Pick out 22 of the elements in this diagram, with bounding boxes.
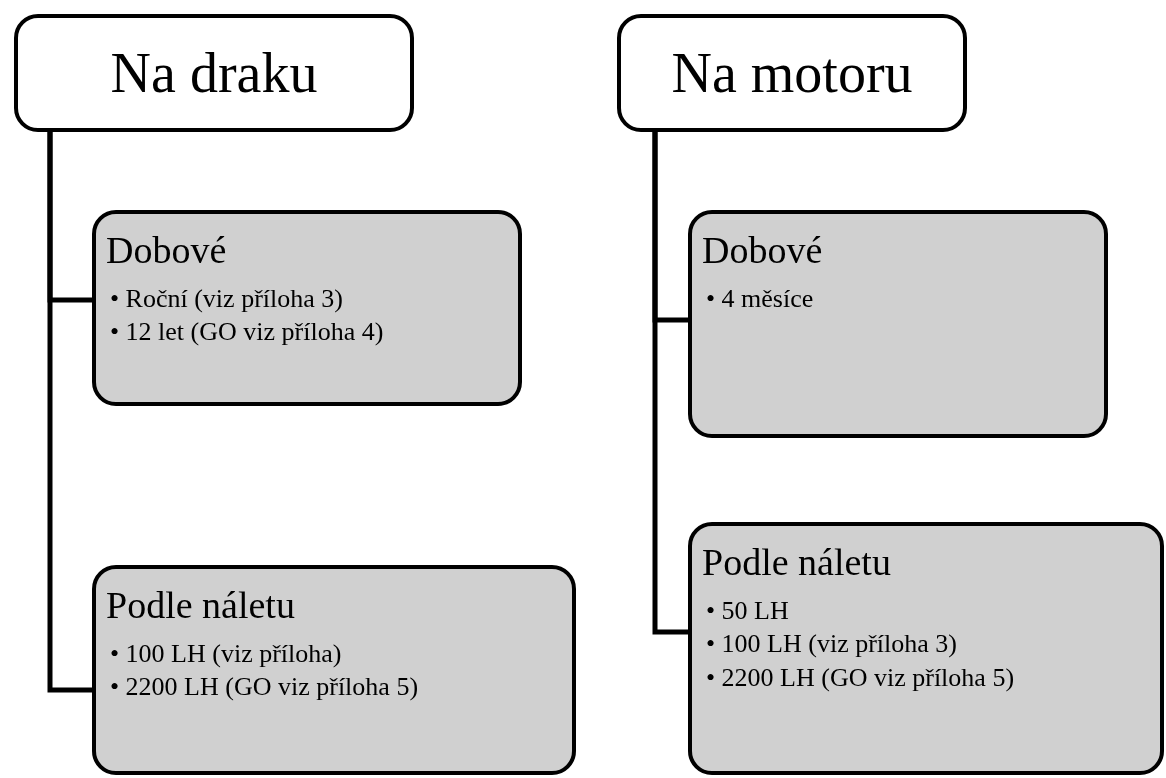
category-box [688, 522, 1164, 775]
box-heading: Podle náletu [106, 583, 296, 628]
bullet-item: • 100 LH (viz příloha 3) [706, 628, 958, 661]
bullet-item: • 4 měsíce [706, 282, 815, 315]
category-box [688, 210, 1108, 438]
box-heading: Podle náletu [702, 540, 892, 585]
box-heading: Dobové [106, 228, 228, 273]
bullet-item: • 2200 LH (GO viz příloha 5) [706, 662, 1016, 695]
bullet-item: • 100 LH (viz příloha) [110, 637, 343, 670]
bullet-item: • Roční (viz příloha 3) [110, 282, 344, 315]
bullet-item: • 12 let (GO viz příloha 4) [110, 316, 385, 349]
bullet-item: • 50 LH [706, 594, 790, 627]
connector-line [47, 132, 92, 693]
header-box [14, 14, 414, 132]
category-box [92, 565, 576, 775]
category-box [92, 210, 522, 406]
header-title: Na motoru [671, 41, 913, 105]
bullet-item: • 2200 LH (GO viz příloha 5) [110, 671, 420, 704]
header-box [617, 14, 967, 132]
box-heading: Dobové [702, 228, 824, 273]
connector-line [652, 132, 688, 635]
header-title: Na draku [110, 41, 318, 105]
